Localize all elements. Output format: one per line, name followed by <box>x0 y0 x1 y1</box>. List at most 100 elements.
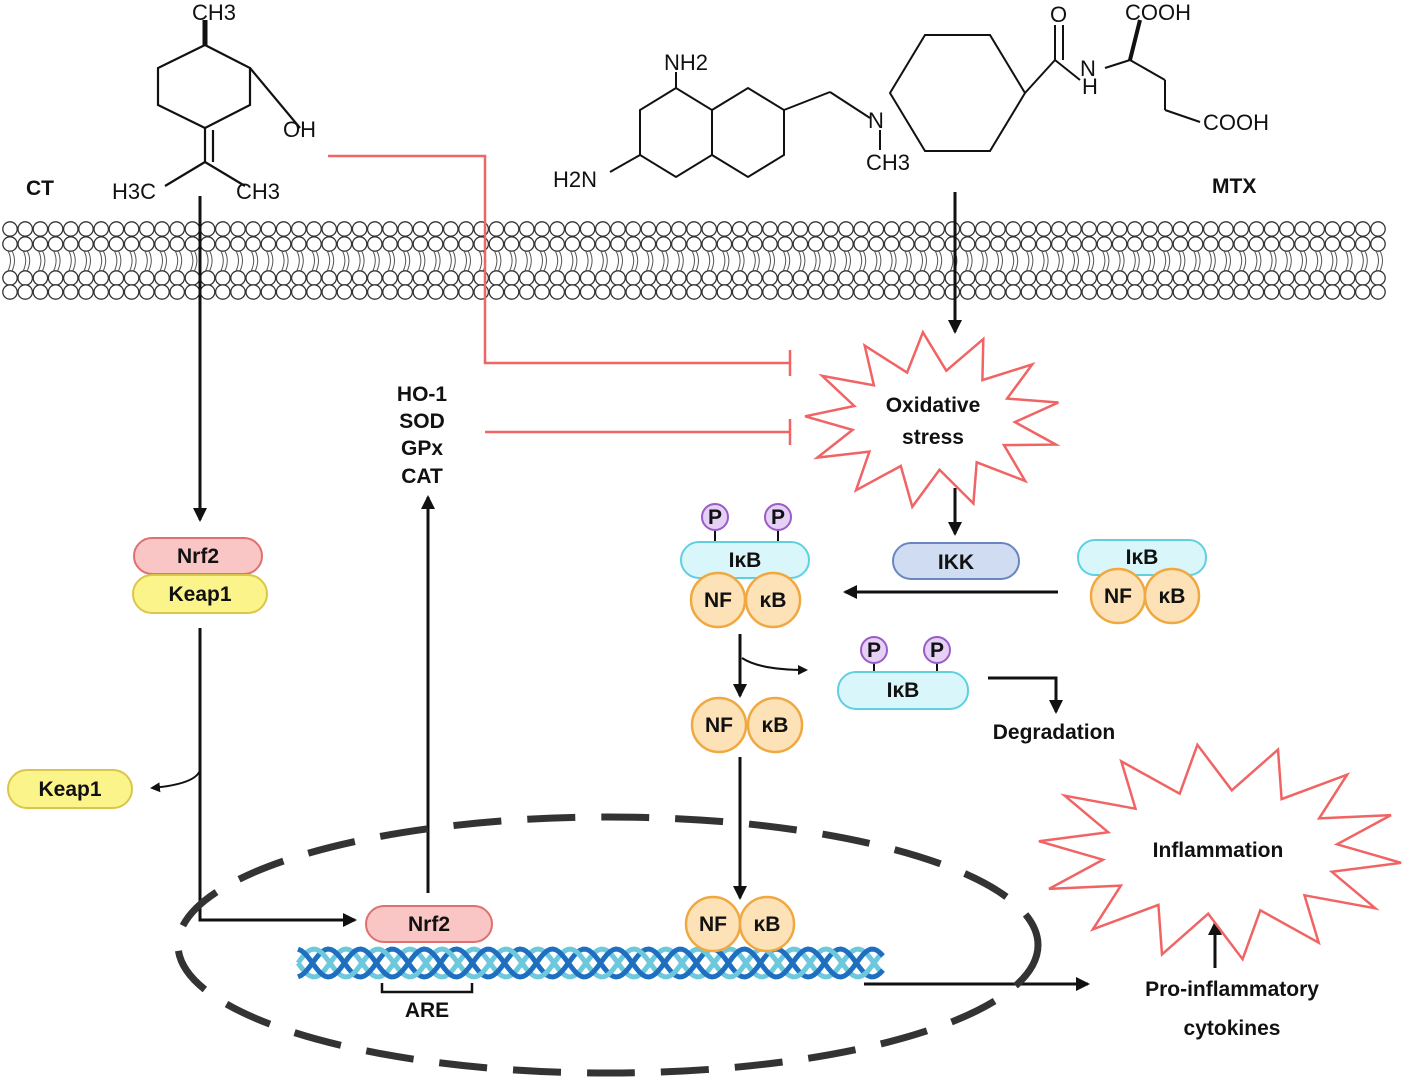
lipid-head <box>1035 236 1052 252</box>
lipid-tail <box>1086 250 1095 272</box>
lipid-tail <box>1360 250 1368 272</box>
lipid-head <box>321 270 338 286</box>
lipid-tail <box>463 250 471 272</box>
lipid-head <box>579 221 596 237</box>
lipid-head <box>549 236 566 252</box>
oxidative-stress-line2: stress <box>902 426 964 449</box>
lipid-head <box>625 284 642 300</box>
lipid-head <box>1096 236 1113 252</box>
arrows <box>193 192 1222 991</box>
lipid-head <box>777 221 794 237</box>
nuclear-nrf2-pill <box>365 905 493 943</box>
kb-label: κB <box>1159 585 1186 608</box>
lipid-head <box>412 221 429 237</box>
lipid-head <box>351 284 368 300</box>
lipid-head <box>1187 270 1204 286</box>
dna-strand <box>297 946 885 980</box>
oxidative-stress-line1: Oxidative <box>886 394 981 417</box>
mtx-acid-side: COOH <box>1203 110 1269 135</box>
lipid-head <box>1339 236 1356 252</box>
lipid-head <box>275 221 292 237</box>
lipid-head <box>62 236 79 252</box>
lipid-head <box>214 270 231 286</box>
arrow-keap1-release <box>150 769 201 793</box>
lipid-head <box>138 270 155 286</box>
lipid-head <box>366 221 383 237</box>
lipid-head <box>199 270 216 286</box>
lipid-head <box>640 221 657 237</box>
phosphate-circle <box>860 636 888 664</box>
lipid-head <box>412 236 429 252</box>
lipid-tail <box>645 250 654 272</box>
lipid-tail <box>113 250 122 272</box>
lipid-head <box>777 284 794 300</box>
lipid-head <box>1218 270 1234 286</box>
arrow-ikb-release <box>741 657 808 675</box>
ct-methyl-right: CH3 <box>236 179 280 204</box>
lipid-head <box>1309 221 1326 237</box>
lipid-head <box>1111 270 1128 286</box>
lipid-head <box>1096 221 1113 237</box>
lipid-head <box>245 236 262 252</box>
lipid-head <box>62 284 79 300</box>
lipid-head <box>32 270 49 286</box>
lipid-head <box>610 270 626 286</box>
lipid-tail <box>22 250 31 272</box>
lipid-tail <box>934 250 943 272</box>
lipid-head <box>306 284 322 300</box>
lipid-head <box>1294 284 1310 300</box>
lipid-head <box>488 284 505 300</box>
lipid-head <box>594 284 611 300</box>
lipid-head <box>503 236 520 252</box>
lipid-head <box>78 221 94 237</box>
lipid-head <box>1172 236 1189 252</box>
lipid-head <box>1096 270 1113 286</box>
lipid-head <box>1142 284 1158 300</box>
lipid-head <box>306 236 322 252</box>
lipid-tail <box>615 250 623 272</box>
lipid-head <box>701 270 718 286</box>
lipid-head <box>1294 270 1310 286</box>
lipid-head <box>716 236 733 252</box>
lipid-head <box>959 284 976 300</box>
antioxidant-enzymes: HO-1 SOD GPx CAT <box>397 383 447 488</box>
inflammation-label: Inflammation <box>1153 839 1284 862</box>
lipid-head <box>230 236 246 252</box>
lipid-head <box>1309 236 1326 252</box>
lipid-head <box>382 270 398 286</box>
lipid-head <box>777 236 794 252</box>
lipid-head <box>792 270 809 286</box>
enzyme-cat: CAT <box>401 465 443 488</box>
lipid-head <box>838 270 854 286</box>
kb-subunit <box>738 895 796 953</box>
lipid-head <box>1111 221 1128 237</box>
lipid-head <box>929 270 946 286</box>
lipid-head <box>442 221 459 237</box>
lipid-head <box>154 270 170 286</box>
lipid-head <box>1187 236 1204 252</box>
lipid-head <box>1324 236 1341 252</box>
lipid-tail <box>159 250 167 272</box>
nuclear-nrf2: Nrf2 <box>365 905 493 943</box>
lipid-head <box>1202 236 1219 252</box>
lipid-head <box>1263 284 1280 300</box>
lipid-head <box>336 236 353 252</box>
lipid-head <box>1081 270 1098 286</box>
lipid-head <box>199 284 216 300</box>
lipid-head <box>1081 236 1098 252</box>
lipid-head <box>959 236 976 252</box>
lipid-tail <box>858 250 867 272</box>
ct-label: CT <box>26 177 54 200</box>
lipid-head <box>853 221 870 237</box>
lipid-head <box>138 284 155 300</box>
lipid-head <box>1202 221 1219 237</box>
free-nfkb: NF κB <box>690 696 804 754</box>
lipid-tail <box>235 250 243 272</box>
lipid-tail <box>767 250 775 272</box>
ikb-label: IκB <box>729 549 762 572</box>
lipid-head <box>974 284 991 300</box>
lipid-head <box>184 236 201 252</box>
lipid-head <box>534 270 550 286</box>
lipid-head <box>579 284 596 300</box>
